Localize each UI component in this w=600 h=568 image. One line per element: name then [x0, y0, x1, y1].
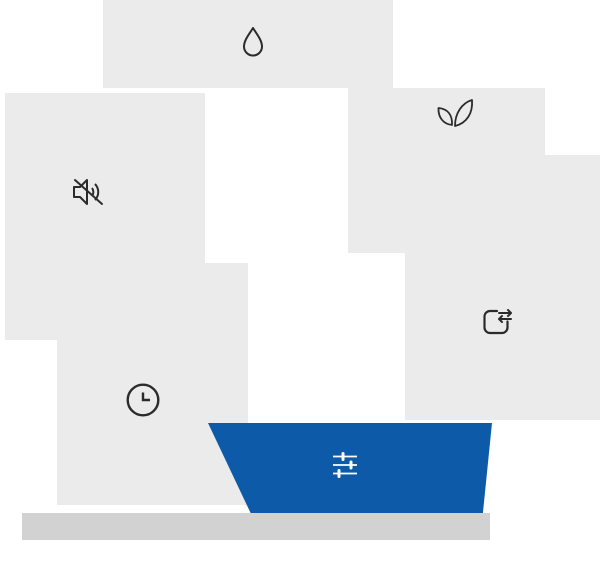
clock-icon [125, 382, 161, 418]
device-sync-icon [478, 304, 516, 340]
tile-settings-active[interactable] [208, 423, 492, 513]
tile-water[interactable] [103, 0, 393, 88]
speaker-muted-icon [68, 172, 108, 212]
base-bar [22, 513, 490, 540]
tile-sync[interactable] [405, 155, 600, 420]
sliders-icon [330, 452, 360, 478]
water-drop-icon [240, 25, 266, 59]
tile-time[interactable] [57, 263, 248, 505]
eco-leaves-icon [435, 96, 475, 130]
